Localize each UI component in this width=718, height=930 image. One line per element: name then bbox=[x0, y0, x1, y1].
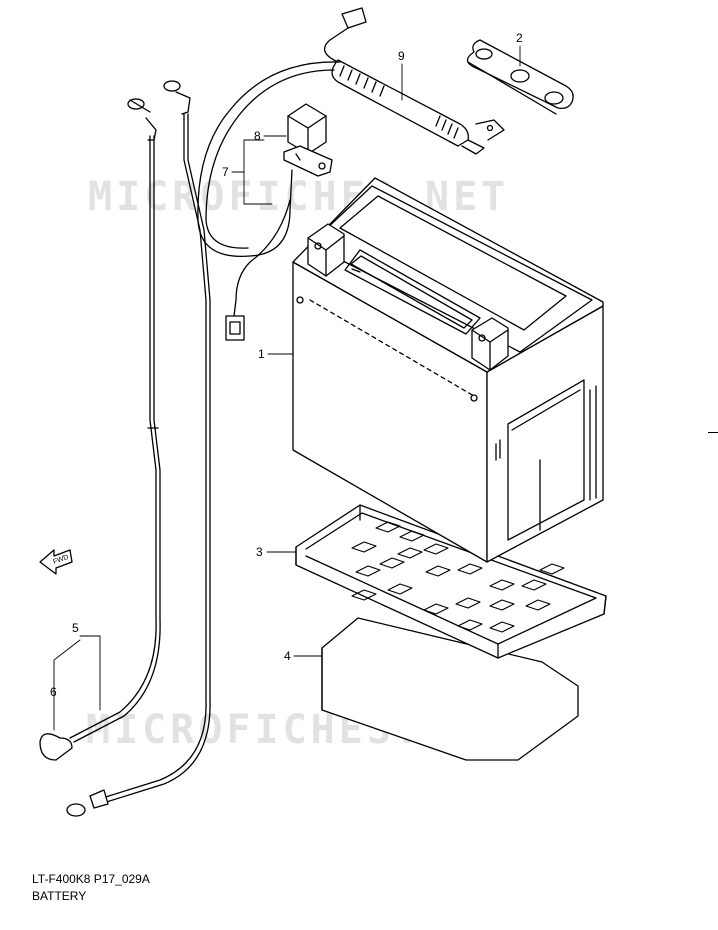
diagram-caption: BATTERY bbox=[32, 889, 87, 903]
fwd-arrow-icon: FWD bbox=[39, 549, 73, 575]
callout-4: 4 bbox=[284, 649, 291, 663]
callout-1: 1 bbox=[258, 347, 265, 361]
page-edge-mark bbox=[708, 432, 718, 433]
callout-6: 6 bbox=[50, 685, 57, 699]
callout-3: 3 bbox=[256, 545, 263, 559]
starter-relay-part-8 bbox=[283, 103, 333, 177]
callout-2: 2 bbox=[516, 31, 523, 45]
callout-8: 8 bbox=[254, 129, 261, 143]
terminal-cover-part-2 bbox=[466, 39, 574, 115]
callout-5: 5 bbox=[72, 621, 79, 635]
leader-lines bbox=[53, 45, 521, 731]
battery-cable-parts-5-6 bbox=[39, 80, 211, 817]
callout-9: 9 bbox=[398, 49, 405, 63]
battery-tray-part-3 bbox=[295, 504, 607, 659]
battery-pad-part-4 bbox=[321, 617, 579, 761]
watermark-top: MICROFICHES.NET bbox=[88, 174, 509, 220]
fuse-holder-lead-part-9 bbox=[323, 7, 505, 155]
battery-wiring-harness-part-7 bbox=[197, 61, 341, 341]
callout-7: 7 bbox=[222, 165, 229, 179]
diagram-reference-code: LT-F400K8 P17_029A bbox=[32, 872, 150, 886]
battery-part-1 bbox=[292, 177, 604, 563]
